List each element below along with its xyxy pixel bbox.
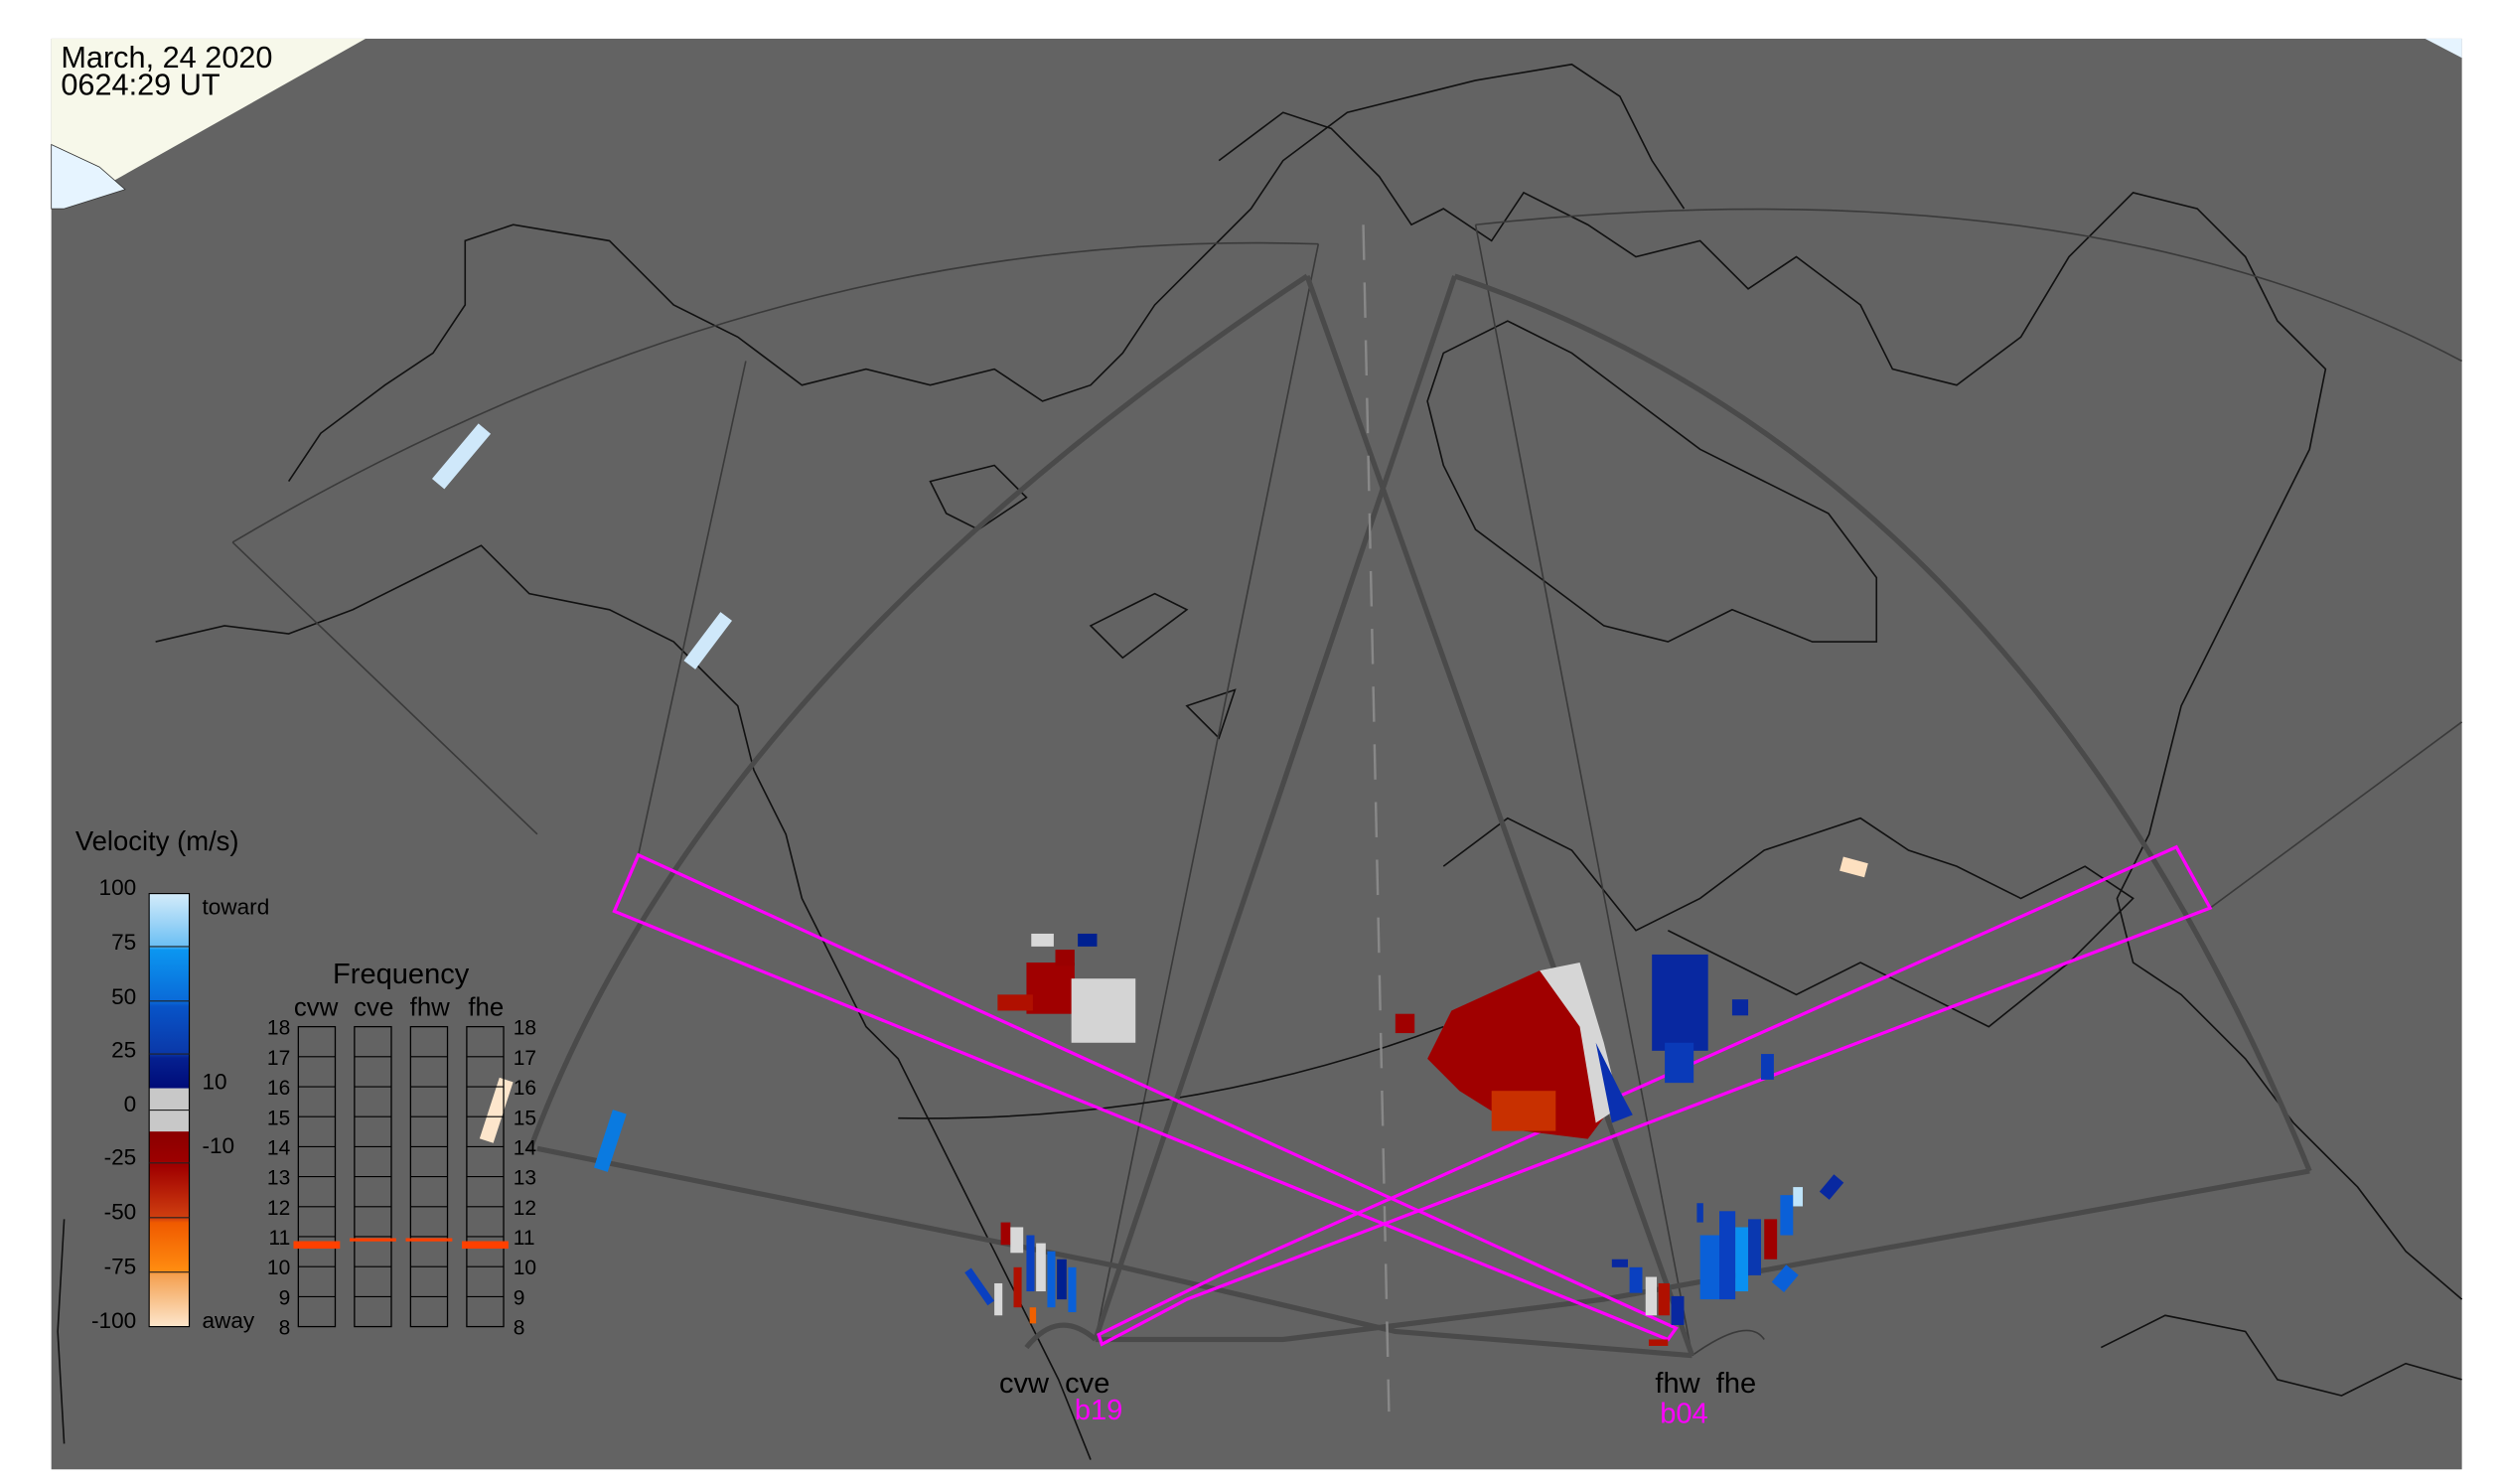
away-label: away (202, 1308, 254, 1333)
toward-label: toward (202, 895, 269, 920)
frequency-title: Frequency (333, 959, 470, 990)
velocity-tick: -100 (91, 1308, 136, 1333)
land-corner (51, 38, 367, 210)
velocity-tick: 50 (111, 984, 136, 1009)
frequency-marker-cve (350, 1238, 396, 1242)
frequency-tick: 14 (267, 1136, 291, 1159)
frequency-column-label: cvw (294, 993, 339, 1021)
velocity-tick: 0 (124, 1092, 137, 1116)
water-corner (51, 143, 126, 210)
velocity-tick: -25 (104, 1144, 137, 1169)
frequency-tick: 13 (514, 1167, 536, 1190)
frequency-tick: 11 (514, 1227, 535, 1250)
frequency-tick: 11 (268, 1227, 290, 1250)
frequency-tick: 18 (267, 1017, 290, 1040)
velocity-tick: -50 (104, 1199, 137, 1224)
frequency-tick: 8 (514, 1317, 525, 1340)
date-label: March, 24 2020 (61, 40, 272, 74)
frequency-tick: 18 (514, 1017, 536, 1040)
frequency-tick: 14 (514, 1136, 537, 1159)
frequency-tick: 16 (514, 1077, 536, 1100)
frequency-column-label: cve (354, 993, 393, 1021)
beam-label-right: b04 (1660, 1398, 1707, 1429)
frequency-tick: 13 (267, 1167, 290, 1190)
velocity-tick: 25 (111, 1037, 136, 1062)
threshold-high-label: 10 (202, 1070, 226, 1095)
frequency-column-label: fhe (468, 993, 504, 1021)
frequency-tick: 15 (514, 1107, 536, 1129)
frequency-marker-fhw (405, 1238, 453, 1242)
frequency-tick: 17 (514, 1047, 536, 1070)
frequency-marker-cvw (293, 1241, 341, 1250)
velocity-tick: -75 (104, 1254, 137, 1278)
velocity-tick: 100 (99, 875, 137, 900)
site-labels-left: cvw cve (999, 1368, 1109, 1400)
coastlines (57, 63, 2463, 1460)
frequency-tick: 10 (267, 1257, 290, 1279)
velocity-tick: 75 (111, 930, 136, 955)
frequency-tick: 10 (514, 1257, 536, 1279)
frequency-tick: 16 (267, 1077, 290, 1100)
map-background (51, 38, 2462, 1470)
velocity-cells (431, 423, 1868, 1346)
frequency-tick: 9 (279, 1286, 291, 1309)
frequency-tick: 12 (514, 1197, 536, 1220)
water-corner-right (2425, 38, 2462, 59)
center-meridian (1362, 224, 1391, 1412)
frequency-tick: 17 (267, 1047, 290, 1070)
frequency-column-label: fhw (410, 993, 451, 1021)
fov-outlines-thick (526, 273, 2312, 1359)
beam-label-left: b19 (1075, 1395, 1122, 1426)
velocity-legend-title: Velocity (m/s) (75, 825, 239, 856)
frequency-panel: Frequency cvw cve fhw fhe 18 18 17 17 16 16 15… (267, 959, 536, 1340)
frequency-marker-fhe (462, 1241, 509, 1250)
site-labels-right: fhw fhe (1655, 1368, 1756, 1400)
threshold-low-label: -10 (202, 1133, 234, 1158)
frequency-tick: 12 (267, 1197, 290, 1220)
frequency-tick: 15 (267, 1107, 290, 1129)
time-label: 0624:29 UT (61, 67, 221, 101)
frequency-tick: 9 (514, 1286, 525, 1309)
frequency-tick: 8 (279, 1317, 291, 1340)
velocity-legend: Velocity (m/s) 100 75 50 25 0 -25 -50 -7… (75, 825, 269, 1333)
